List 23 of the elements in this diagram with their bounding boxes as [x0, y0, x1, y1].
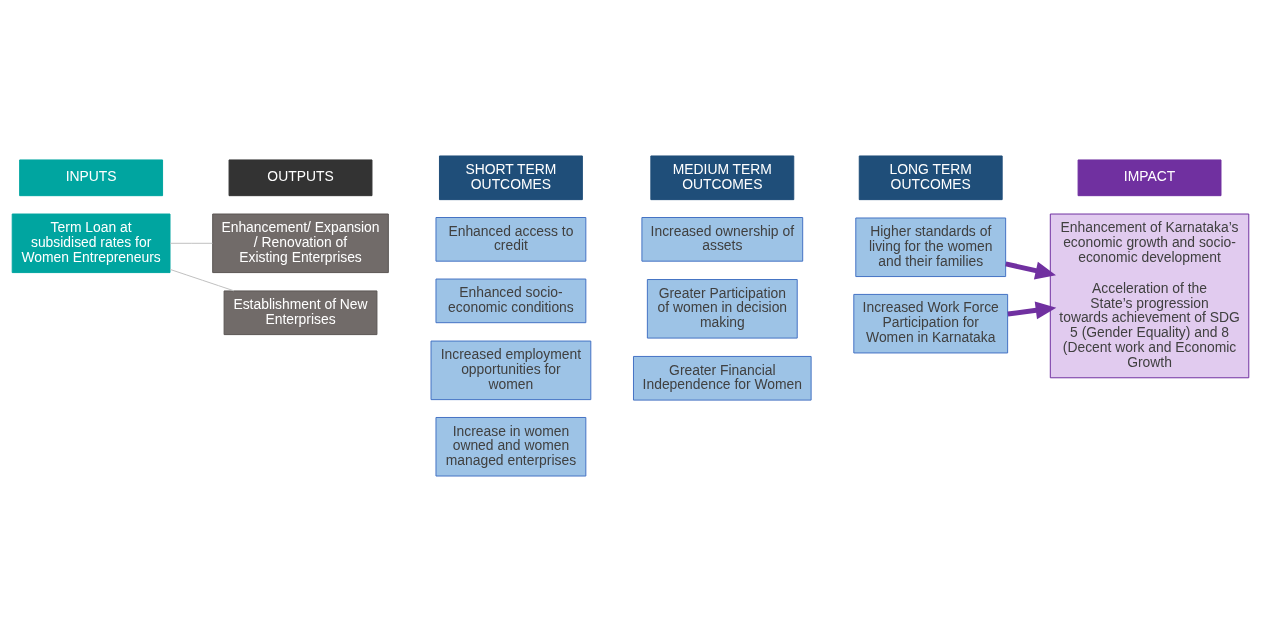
node-box: Enhanced access to credit: [435, 217, 587, 262]
node-box: MEDIUM TERM OUTCOMES: [650, 155, 795, 201]
node-box: IMPACT: [1077, 159, 1222, 197]
node-box: Enhanced socio-economic conditions: [435, 278, 587, 324]
node-box: Higher standards of living for the women and their families: [855, 217, 1007, 278]
node-box: SHORT TERM OUTCOMES: [438, 155, 583, 201]
node-box: Establishment of New Enterprises: [223, 290, 378, 336]
node-box: Greater Financial Independence for Women: [633, 355, 812, 401]
node-box: LONG TERM OUTCOMES: [858, 155, 1003, 201]
node-box: Term Loan at subsidised rates for Women Entrepreneurs: [11, 213, 171, 274]
node-box: INPUTS: [19, 159, 164, 197]
arrow: [1007, 301, 1057, 320]
node-box: Increased employment opportunities for women: [430, 340, 592, 401]
node-box: OUTPUTS: [228, 159, 373, 197]
node-box: Increase in women owned and women managed enterprises: [435, 417, 587, 477]
arrow: [1005, 261, 1056, 280]
node-box: Enhancement of Karnataka’s economic growth and socio-economic development Acceleration of the State’s progression towards achievement of SDG 5 (Gender Equality) and 8 (Decent work and Economic Growth: [1049, 213, 1250, 379]
node-box: Greater Participation of women in decision making: [646, 279, 798, 339]
node-box: Increased Work Force Participation for Women in Karnataka: [853, 293, 1009, 354]
connector: [169, 268, 235, 292]
connector: [169, 242, 213, 244]
node-box: Increased ownership of assets: [641, 217, 804, 262]
node-box: Enhancement/ Expansion / Renovation of Existing Enterprises: [212, 213, 389, 274]
